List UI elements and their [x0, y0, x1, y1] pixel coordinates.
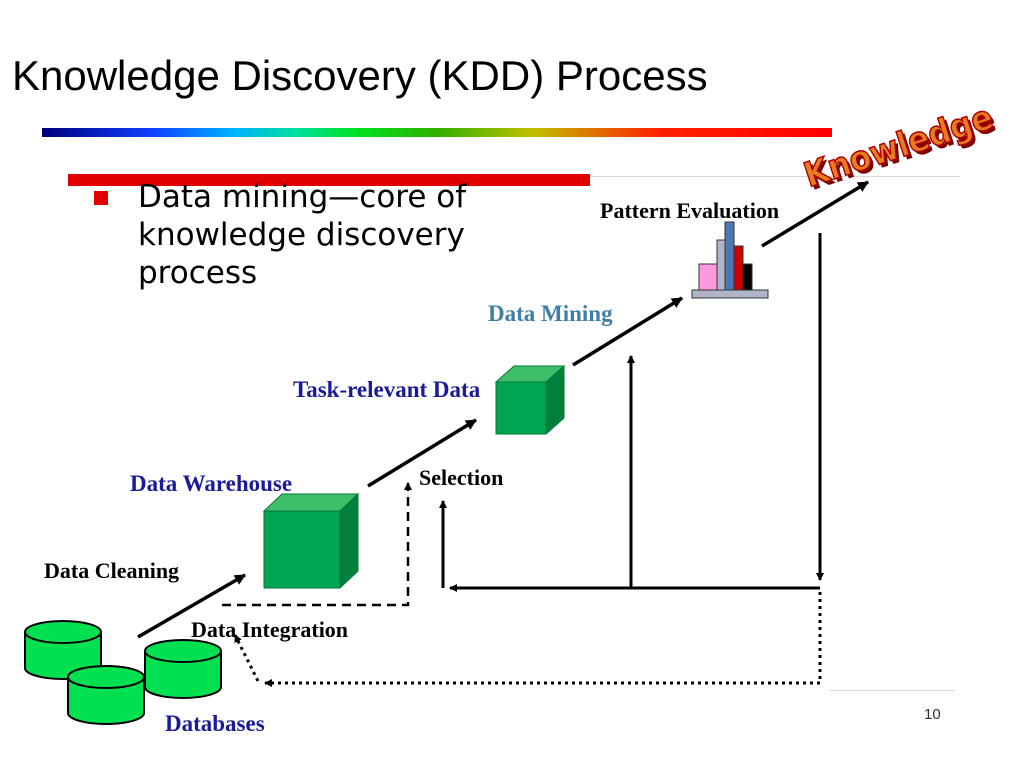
arrow-to-knowledge [761, 180, 869, 248]
knowledge-logo: Knowledge Knowledge [798, 96, 1001, 199]
label-databases: Databases [165, 711, 265, 736]
label-data-cleaning: Data Cleaning [44, 558, 180, 583]
feedback-loop-lines [439, 233, 824, 592]
database-cylinder-icon [24, 620, 102, 680]
integration-dashed-line [222, 482, 412, 607]
accent-red-bar [68, 174, 590, 186]
label-data-mining: Data Mining [488, 301, 613, 326]
label-data-warehouse: Data Warehouse [130, 471, 293, 496]
pattern-bar-chart-icon [691, 221, 769, 299]
bullet-text: Data mining—core of knowledge discovery … [138, 179, 467, 291]
bottom-divider-line [830, 690, 955, 691]
arrow-to-data-cleaning [137, 573, 246, 639]
label-task-relevant-data: Task-relevant Data [293, 377, 481, 402]
data-warehouse-cube-icon [262, 492, 360, 590]
divider-line [590, 176, 960, 177]
page-number: 10 [924, 706, 941, 723]
slide-title: Knowledge Discovery (KDD) Process [12, 52, 708, 99]
arrow-to-task-relevant-data [367, 418, 477, 488]
label-selection: Selection [419, 465, 504, 490]
dotted-return-arrow [233, 634, 260, 682]
task-relevant-data-cube-icon [494, 364, 566, 436]
label-data-integration: Data Integration [191, 617, 349, 642]
database-cylinder-icon [144, 639, 222, 699]
database-cylinder-icon [67, 665, 145, 725]
title-gradient-bar [42, 128, 832, 137]
arrow-to-data-mining [572, 296, 683, 367]
bullet-square-icon [94, 191, 108, 205]
label-pattern-evaluation: Pattern Evaluation [600, 198, 780, 223]
dotted-return-line [264, 592, 822, 687]
